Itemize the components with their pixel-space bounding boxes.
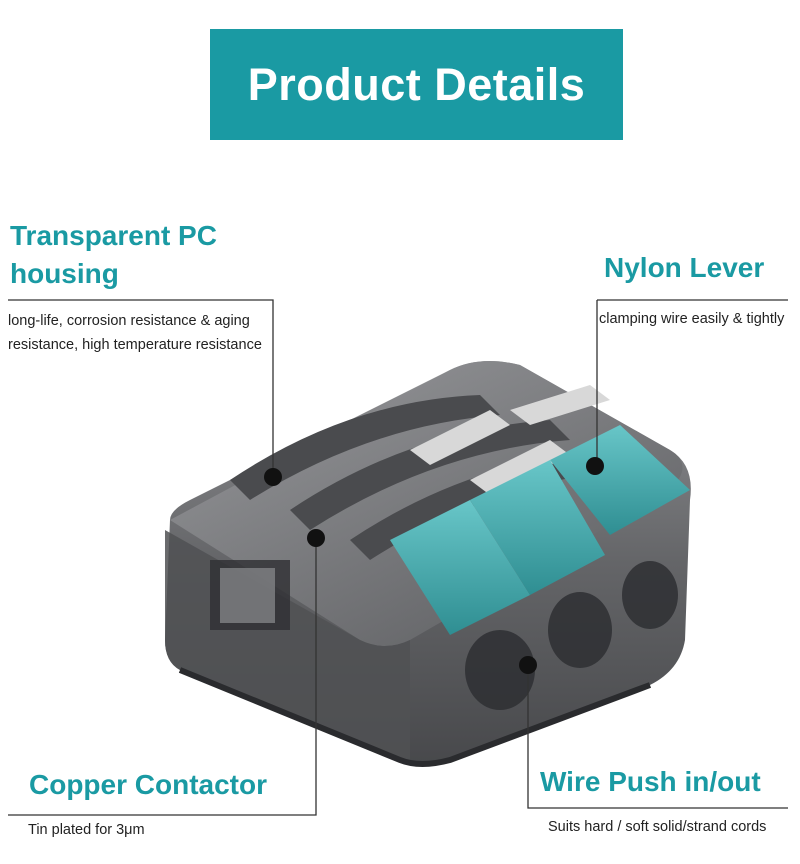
housing-desc-line2: resistance, high temperature resistance (8, 337, 262, 353)
wire-desc: Suits hard / soft solid/strand cords (548, 819, 767, 835)
page-title: Product Details (247, 58, 586, 110)
copper-desc: Tin plated for 3μm (28, 822, 145, 838)
lever-title: Nylon Lever (604, 252, 765, 283)
copper-title: Copper Contactor (29, 769, 267, 800)
housing-desc-line1: long-life, corrosion resistance & aging (8, 313, 250, 329)
housing-desc: long-life, corrosion resistance & aging … (8, 309, 262, 357)
connector-image (165, 361, 691, 767)
housing-title-line2: housing (10, 258, 119, 289)
housing-title: Transparent PC housing (10, 217, 217, 293)
header-banner: Product Details (210, 29, 623, 140)
lever-desc: clamping wire easily & tightly (599, 311, 785, 327)
housing-title-line1: Transparent PC (10, 220, 217, 251)
wire-title: Wire Push in/out (540, 766, 761, 797)
